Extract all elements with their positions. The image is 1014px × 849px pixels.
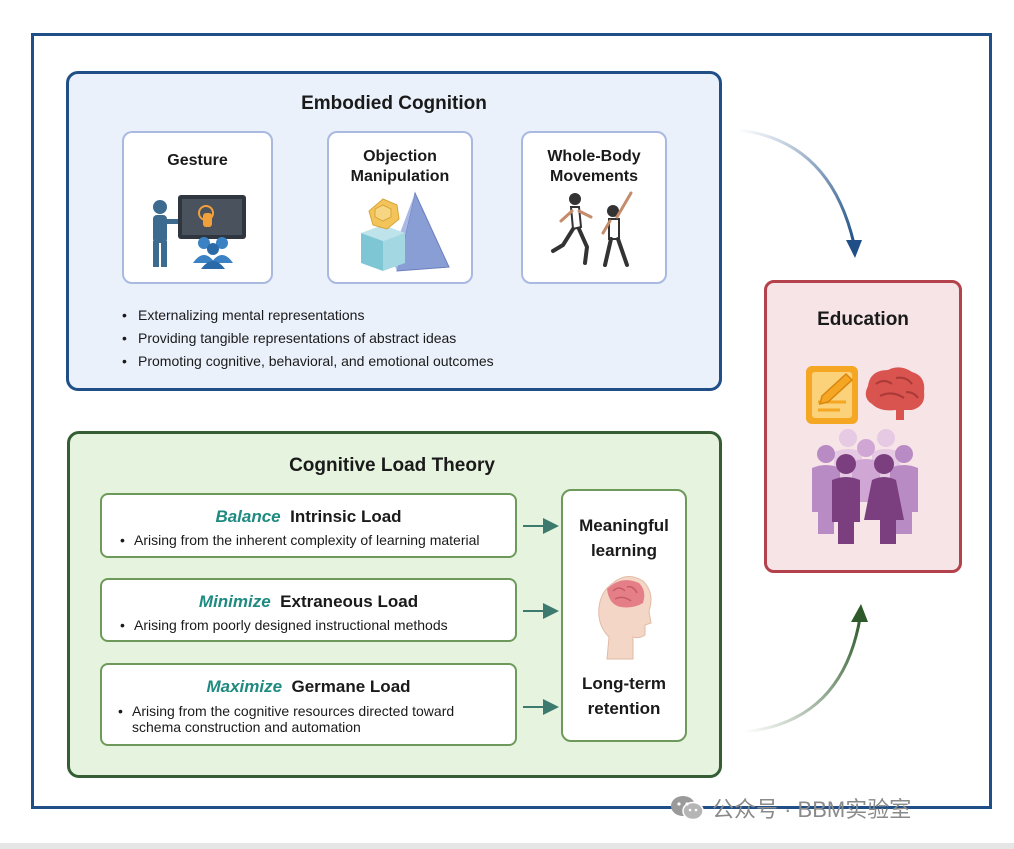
education-illustration: [806, 366, 925, 544]
embodied-bullet: Externalizing mental representations: [122, 304, 682, 327]
load-name: Intrinsic Load: [290, 507, 402, 526]
extraneous-load-box: Minimize Extraneous Load Arising from po…: [100, 578, 517, 642]
load-description: Arising from poorly designed instruction…: [120, 617, 515, 633]
outer-frame: [31, 33, 992, 809]
whole-body-movements-card-label: Whole-Body Movements: [547, 148, 641, 185]
learning-outcomes-box: Meaningful learning Long-term retention: [561, 489, 687, 742]
load-arrows: [523, 518, 559, 715]
running-people-icon: [551, 191, 633, 267]
gesture-card-label: Gesture: [167, 152, 228, 169]
embodied-bullets: Externalizing mental representations Pro…: [122, 304, 682, 373]
arrow-to-education-icon: [743, 617, 862, 734]
load-name: Germane Load: [291, 677, 411, 696]
germane-load-heading: Maximize Germane Load: [102, 677, 515, 697]
meaningful-learning-label: Meaningful learning: [579, 516, 669, 560]
embodied-bullet: Providing tangible representations of ab…: [122, 327, 682, 350]
arrow-to-education-icon: [737, 128, 856, 245]
load-verb: Minimize: [198, 592, 271, 611]
germane-load-box: Maximize Germane Load Arising from the c…: [100, 663, 517, 746]
intrinsic-load-heading: Balance Intrinsic Load: [102, 507, 515, 527]
people-group-icon: [812, 429, 918, 544]
long-term-retention-label: Long-term retention: [581, 674, 667, 718]
object-manipulation-card: Objection Manipulation: [327, 131, 473, 284]
object-manipulation-card-label: Objection Manipulation: [350, 148, 450, 185]
gesture-card: Gesture: [122, 131, 273, 284]
watermark-text: 公众号 · BBM实验室: [712, 797, 912, 822]
load-verb: Maximize: [206, 677, 283, 696]
whole-body-movements-card: Whole-Body Movements: [521, 131, 667, 284]
cognitive-load-title: Cognitive Load Theory: [289, 455, 495, 476]
watermark: 公众号 · BBM实验室: [670, 792, 911, 824]
geometric-shapes-icon: [361, 191, 450, 272]
load-description: Arising from the cognitive resources dir…: [118, 703, 495, 735]
intrinsic-load-box: Balance Intrinsic Load Arising from the …: [100, 493, 517, 558]
embodied-cognition-title: Embodied Cognition: [301, 93, 487, 114]
bottom-divider: [0, 843, 1014, 849]
brain-icon: [865, 367, 925, 420]
load-name: Extraneous Load: [280, 592, 419, 611]
head-brain-icon: [598, 576, 652, 660]
gesture-touchscreen-icon: [153, 195, 246, 269]
notepad-pencil-icon: [806, 366, 858, 424]
load-verb: Balance: [215, 507, 281, 526]
extraneous-load-heading: Minimize Extraneous Load: [102, 592, 515, 612]
education-title: Education: [817, 309, 909, 330]
wechat-icon: [671, 796, 704, 821]
embodied-bullet: Promoting cognitive, behavioral, and emo…: [122, 350, 682, 373]
load-description: Arising from the inherent complexity of …: [120, 532, 515, 548]
curved-arrows: [737, 128, 868, 734]
education-panel: [764, 280, 962, 573]
